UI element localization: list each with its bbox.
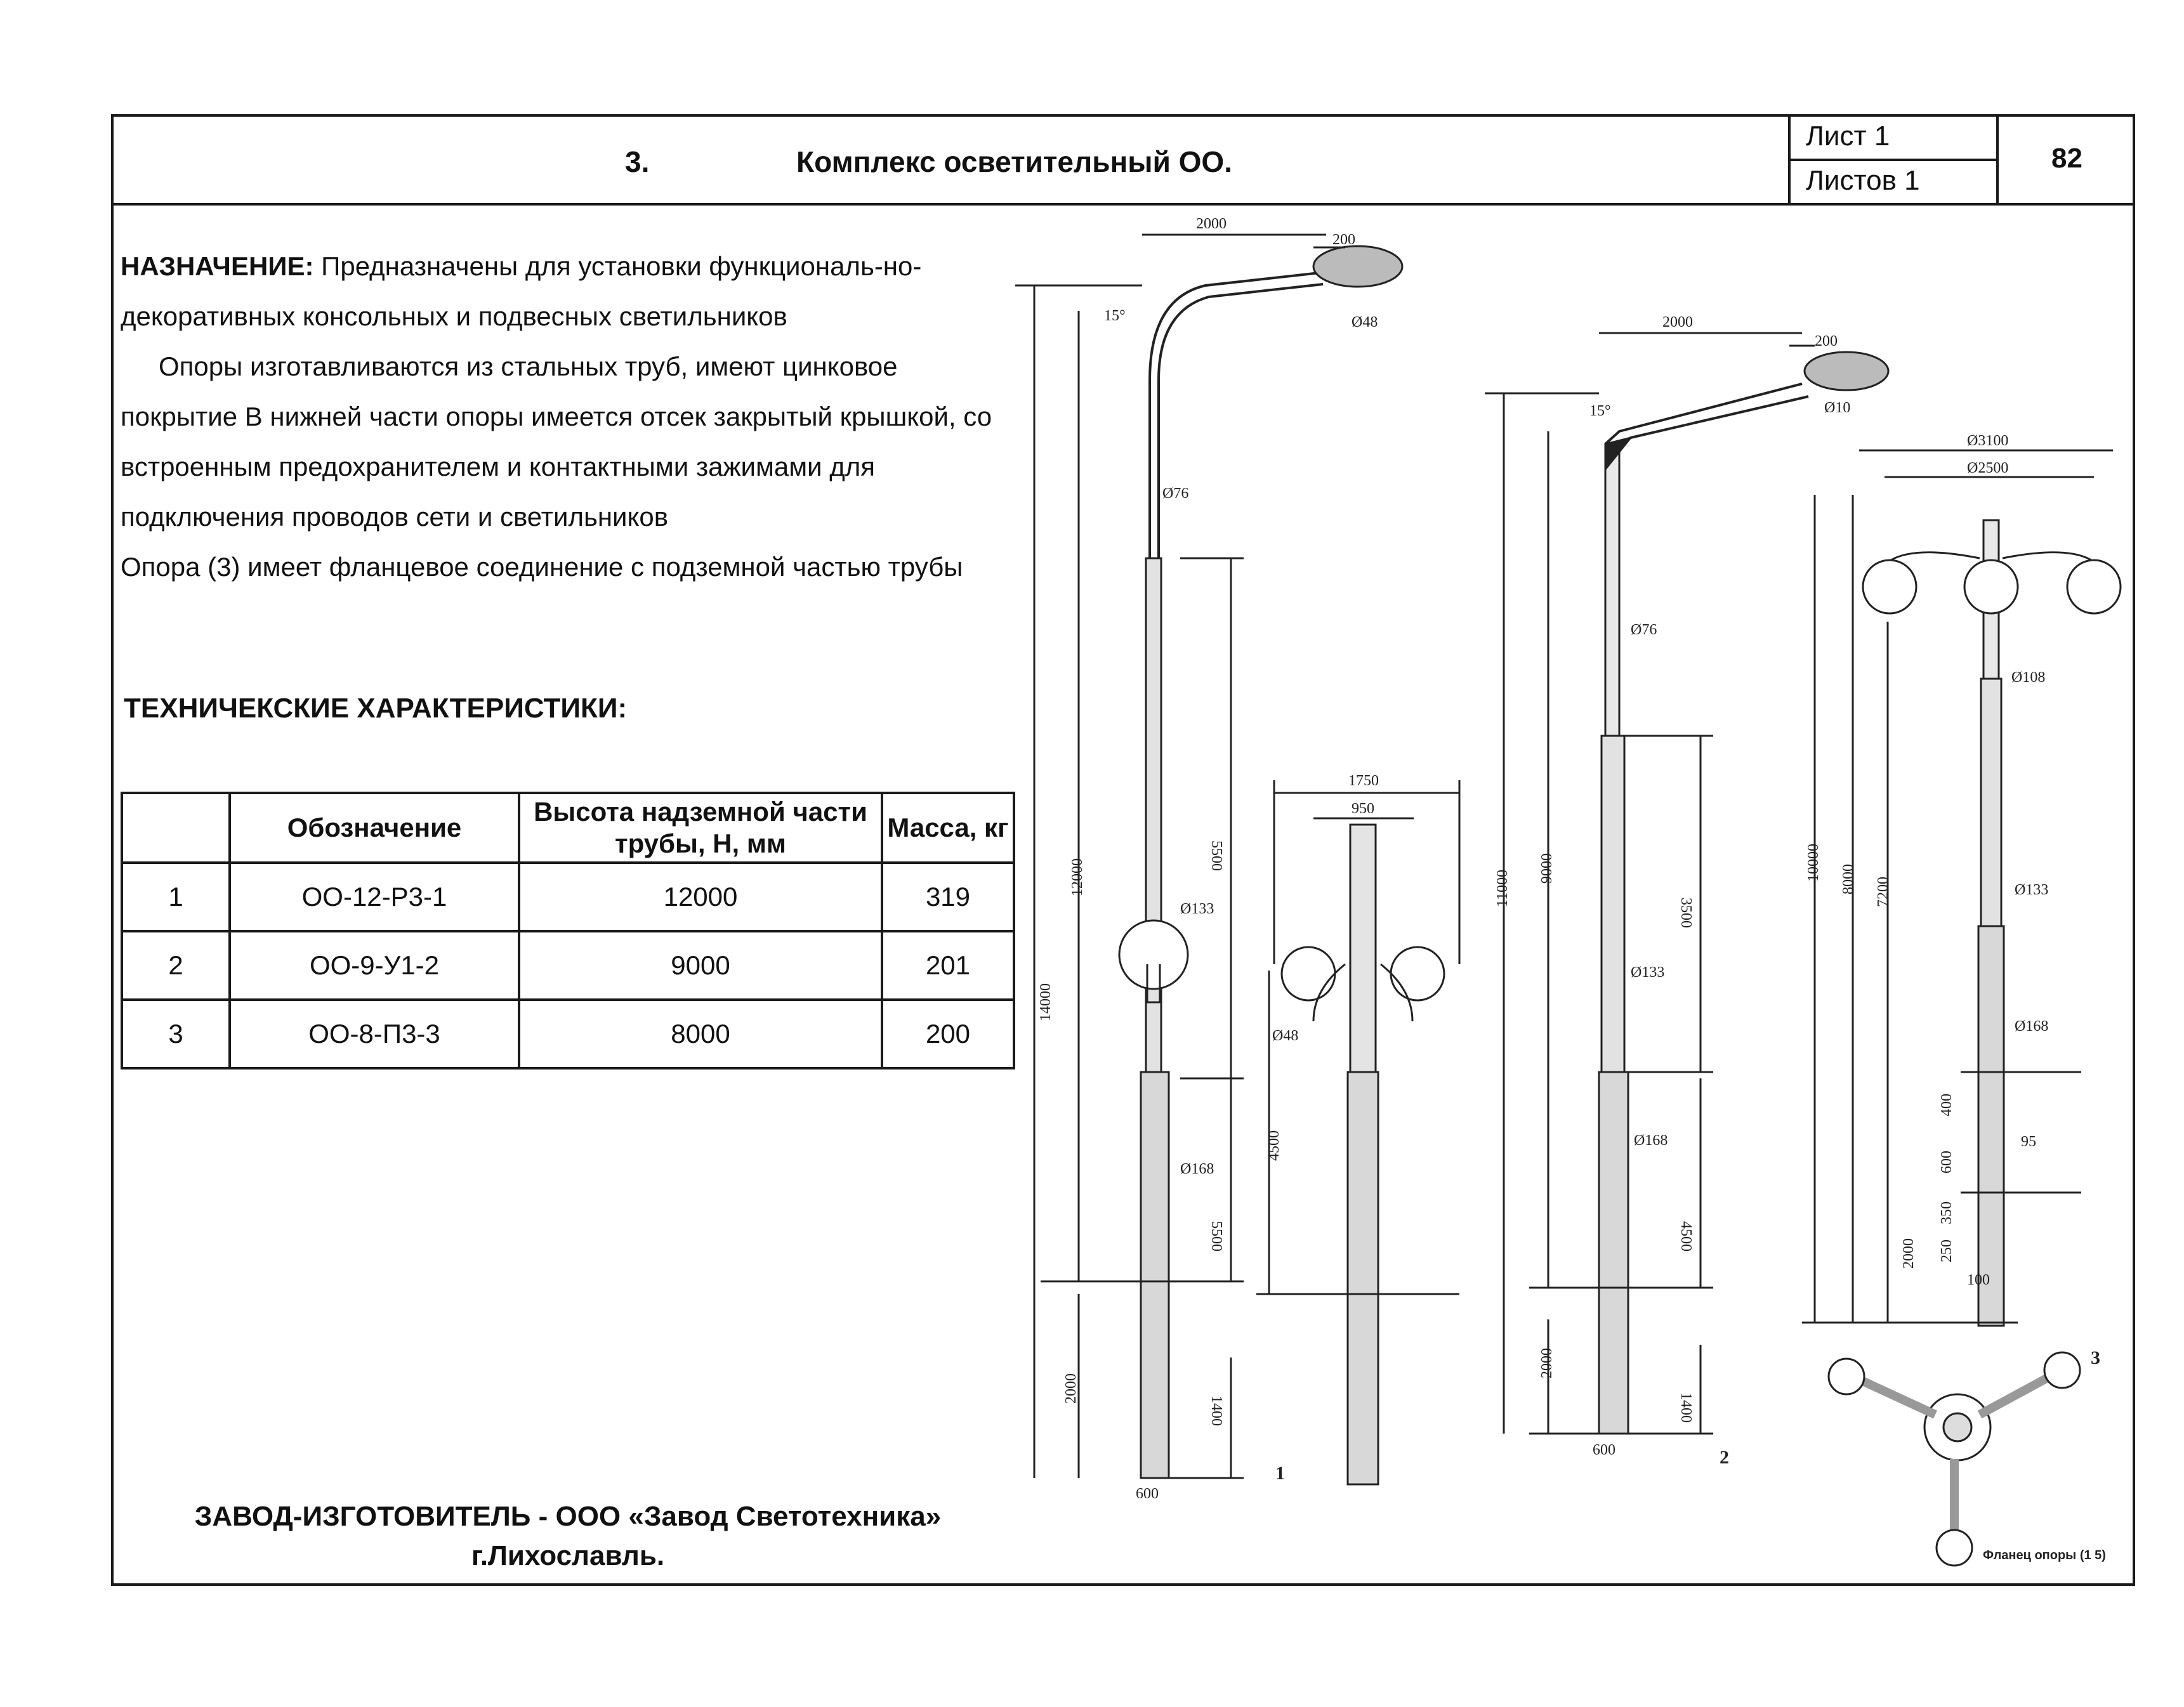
tech-title: ТЕХНИЧЕКСКИЕ ХАРАКТЕРИСТИКИ: bbox=[124, 693, 628, 724]
p3-dim-d168: Ø168 bbox=[2015, 1018, 2048, 1035]
pd-dim-4500: 4500 bbox=[1266, 1130, 1282, 1161]
manufacture-text: Опоры изготавливаются из стальных труб, … bbox=[121, 351, 992, 532]
cell-mass: 200 bbox=[881, 998, 1015, 1069]
cell-num: 3 bbox=[121, 998, 231, 1069]
p3-dim-d3100: Ø3100 bbox=[1967, 433, 2008, 449]
p1-dim-5500b: 5500 bbox=[1208, 1221, 1225, 1252]
p1-dim-angle: 15° bbox=[1104, 308, 1126, 324]
p3-dim-600: 600 bbox=[1938, 1151, 1955, 1174]
cell-height: 8000 bbox=[518, 998, 883, 1069]
cell-mass: 319 bbox=[881, 861, 1015, 932]
manufacturer-city: г.Лихославль. bbox=[471, 1540, 665, 1571]
purpose-label: НАЗНАЧЕНИЕ: bbox=[121, 251, 314, 281]
p1-dim-1400: 1400 bbox=[1208, 1396, 1225, 1426]
p3-dim-d2500: Ø2500 bbox=[1967, 460, 2008, 476]
p3-dim-250: 250 bbox=[1938, 1239, 1955, 1262]
cell-height: 12000 bbox=[518, 861, 883, 932]
p2-dim-1400: 1400 bbox=[1678, 1392, 1694, 1423]
p1-dim-12000: 12000 bbox=[1069, 858, 1086, 896]
table-row: 2 ОО-9-У1-2 9000 201 bbox=[121, 930, 1015, 1001]
p2-dim-200: 200 bbox=[1815, 333, 1838, 350]
p3-dim-100: 100 bbox=[1967, 1272, 1990, 1288]
sheets-total-label: Листов 1 bbox=[1806, 165, 1920, 196]
p3-dim-10000: 10000 bbox=[1805, 844, 1822, 882]
col-designation: Обозначение bbox=[228, 792, 520, 864]
p2-dim-d168: Ø168 bbox=[1634, 1132, 1668, 1149]
col-height: Высота надземной части трубы, Н, мм bbox=[518, 792, 883, 864]
p2-dim-d10: Ø10 bbox=[1824, 400, 1850, 416]
pole-detail-drawing bbox=[1256, 780, 1461, 1486]
pole-2-drawing bbox=[1485, 332, 1890, 1435]
flange-drawing bbox=[1827, 1351, 2081, 1567]
p1-dim-d168: Ø168 bbox=[1180, 1161, 1214, 1177]
cell-num: 1 bbox=[121, 861, 231, 932]
p3-dim-d108: Ø108 bbox=[2011, 669, 2045, 686]
cell-designation: ОО-8-П3-3 bbox=[228, 998, 520, 1069]
p2-dim-600: 600 bbox=[1593, 1442, 1615, 1458]
p2-dim-2000b: 2000 bbox=[1539, 1348, 1555, 1378]
pole-1-label: 1 bbox=[1275, 1463, 1285, 1484]
table-row: 3 ОО-8-П3-3 8000 200 bbox=[121, 998, 1015, 1069]
p3-dim-8000: 8000 bbox=[1840, 864, 1857, 894]
manufacturer-name: ЗАВОД-ИЗГОТОВИТЕЛЬ - ООО «Завод Светотех… bbox=[194, 1501, 942, 1532]
header-divider bbox=[111, 203, 2135, 206]
p1-dim-14000: 14000 bbox=[1037, 983, 1054, 1021]
pole-3-label: 3 bbox=[2091, 1347, 2100, 1368]
page-title: Комплекс осветительный ОО. bbox=[796, 145, 1232, 178]
p2-dim-3500: 3500 bbox=[1678, 898, 1694, 928]
p1-dim-d48: Ø48 bbox=[1352, 314, 1378, 330]
p1-dim-200: 200 bbox=[1332, 232, 1355, 248]
p2-dim-d76: Ø76 bbox=[1631, 622, 1657, 638]
p3-dim-2000: 2000 bbox=[1900, 1238, 1917, 1269]
cell-designation: ОО-12-Р3-1 bbox=[228, 861, 520, 932]
sheet-frame bbox=[111, 114, 2135, 1586]
p1-dim-d133: Ø133 bbox=[1180, 901, 1214, 917]
cell-mass: 201 bbox=[881, 930, 1015, 1001]
cell-designation: ОО-9-У1-2 bbox=[228, 930, 520, 1001]
p3-dim-95: 95 bbox=[2021, 1134, 2036, 1150]
p2-dim-angle: 15° bbox=[1589, 403, 1611, 419]
sheet-label: Лист 1 bbox=[1806, 121, 1890, 152]
section-number: 3. bbox=[625, 145, 650, 178]
table-row: 1 ОО-12-Р3-1 12000 319 bbox=[121, 861, 1015, 932]
cell-height: 9000 bbox=[518, 930, 883, 1001]
p3-dim-d133: Ø133 bbox=[2015, 882, 2048, 898]
pd-dim-950: 950 bbox=[1352, 801, 1374, 817]
flange-text: Опора (3) имеет фланцевое соединение с п… bbox=[121, 552, 963, 582]
pd-dim-d48: Ø48 bbox=[1272, 1028, 1298, 1044]
pole-3-drawing bbox=[1802, 449, 2122, 1327]
page-number: 82 bbox=[2051, 143, 2082, 174]
p2-dim-2000: 2000 bbox=[1662, 314, 1693, 330]
manufacturer-block: ЗАВОД-ИЗГОТОВИТЕЛЬ - ООО «Завод Светотех… bbox=[124, 1497, 1012, 1576]
pd-dim-1750: 1750 bbox=[1348, 773, 1379, 789]
p3-dim-400: 400 bbox=[1938, 1094, 1955, 1116]
p2-dim-9000: 9000 bbox=[1539, 853, 1555, 884]
purpose-section: НАЗНАЧЕНИЕ: Предназначены для установки … bbox=[121, 241, 1009, 592]
p1-dim-600: 600 bbox=[1136, 1486, 1159, 1502]
p2-dim-11000: 11000 bbox=[1494, 870, 1511, 907]
purpose-text: Предназначены для установки функциональ-… bbox=[121, 251, 922, 331]
table-header-row: Обозначение Высота надземной части трубы… bbox=[121, 792, 1015, 864]
p3-dim-7200: 7200 bbox=[1875, 877, 1891, 907]
col-mass: Масса, кг bbox=[881, 792, 1015, 864]
p3-dim-350: 350 bbox=[1938, 1201, 1955, 1224]
p1-dim-2000: 2000 bbox=[1196, 216, 1227, 232]
p1-dim-5500a: 5500 bbox=[1208, 840, 1225, 871]
spec-table: Обозначение Высота надземной части трубы… bbox=[121, 792, 1015, 1069]
col-num bbox=[121, 792, 231, 864]
p1-dim-2000b: 2000 bbox=[1063, 1373, 1079, 1404]
p1-dim-d76: Ø76 bbox=[1162, 485, 1188, 502]
sheet-info-box bbox=[1788, 114, 1999, 206]
pole-1-drawing bbox=[1015, 233, 1404, 1479]
pole-2-label: 2 bbox=[1720, 1447, 1729, 1468]
p2-dim-d133: Ø133 bbox=[1631, 964, 1664, 981]
flange-caption: Фланец опоры (1 5) bbox=[1983, 1548, 2106, 1562]
cell-num: 2 bbox=[121, 930, 231, 1001]
p2-dim-4500: 4500 bbox=[1678, 1221, 1694, 1252]
